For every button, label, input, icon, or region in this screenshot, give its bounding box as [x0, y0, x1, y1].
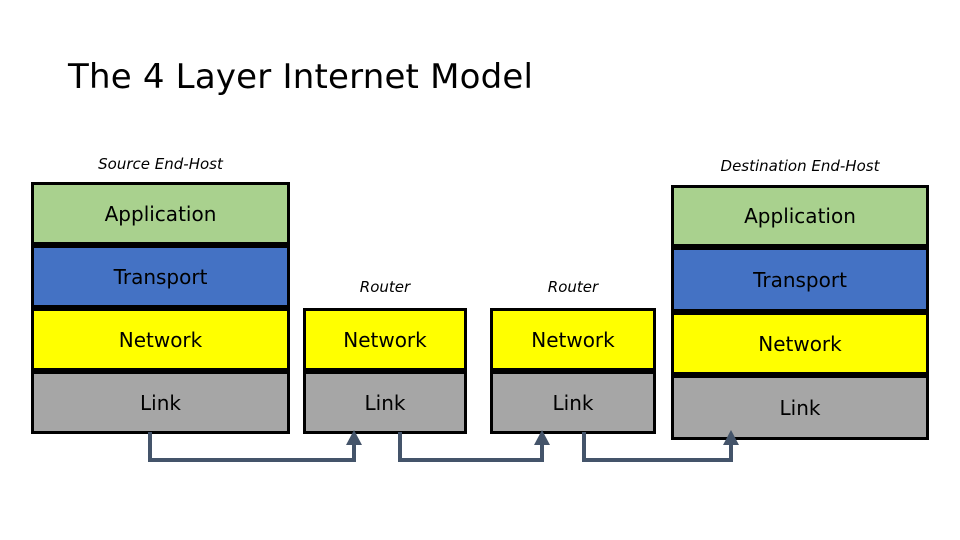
page-title: The 4 Layer Internet Model [68, 57, 534, 97]
caption-destination-end-host: Destination End-Host [720, 157, 880, 175]
caption-source-end-host: Source End-Host [98, 155, 223, 173]
connector-path [398, 432, 544, 462]
layer-label: Network [758, 331, 842, 356]
layer-destination-application[interactable]: Application [671, 185, 929, 247]
stack-router-2: Network Link [490, 308, 656, 434]
connector-source-to-router1 [148, 430, 362, 462]
layer-router1-link[interactable]: Link [303, 371, 467, 434]
stack-destination-end-host: Application Transport Network Link [671, 185, 929, 440]
layer-label: Link [140, 390, 181, 415]
connector-path [148, 432, 356, 462]
connector-router1-to-router2 [398, 430, 550, 462]
layer-destination-network[interactable]: Network [671, 312, 929, 375]
layer-label: Network [531, 327, 615, 352]
layer-label: Link [364, 390, 406, 415]
layer-source-network[interactable]: Network [31, 308, 290, 371]
layer-router1-network[interactable]: Network [303, 308, 467, 371]
layer-source-transport[interactable]: Transport [31, 245, 290, 308]
layer-destination-transport[interactable]: Transport [671, 247, 929, 312]
layer-label: Transport [753, 267, 847, 292]
layer-label: Network [118, 327, 203, 352]
layer-label: Link [552, 390, 594, 415]
layer-destination-link[interactable]: Link [671, 375, 929, 440]
stack-router-1: Network Link [303, 308, 467, 434]
layer-label: Network [343, 327, 427, 352]
layer-source-link[interactable]: Link [31, 371, 290, 434]
layer-label: Application [104, 201, 217, 226]
layer-router2-network[interactable]: Network [490, 308, 656, 371]
layer-label: Application [744, 204, 856, 228]
layer-label: Link [779, 395, 821, 420]
caption-router-1: Router [359, 278, 411, 296]
layer-router2-link[interactable]: Link [490, 371, 656, 434]
layer-label: Transport [113, 264, 208, 289]
caption-router-2: Router [547, 278, 599, 296]
stack-source-end-host: Application Transport Network Link [31, 182, 290, 434]
layer-source-application[interactable]: Application [31, 182, 290, 245]
